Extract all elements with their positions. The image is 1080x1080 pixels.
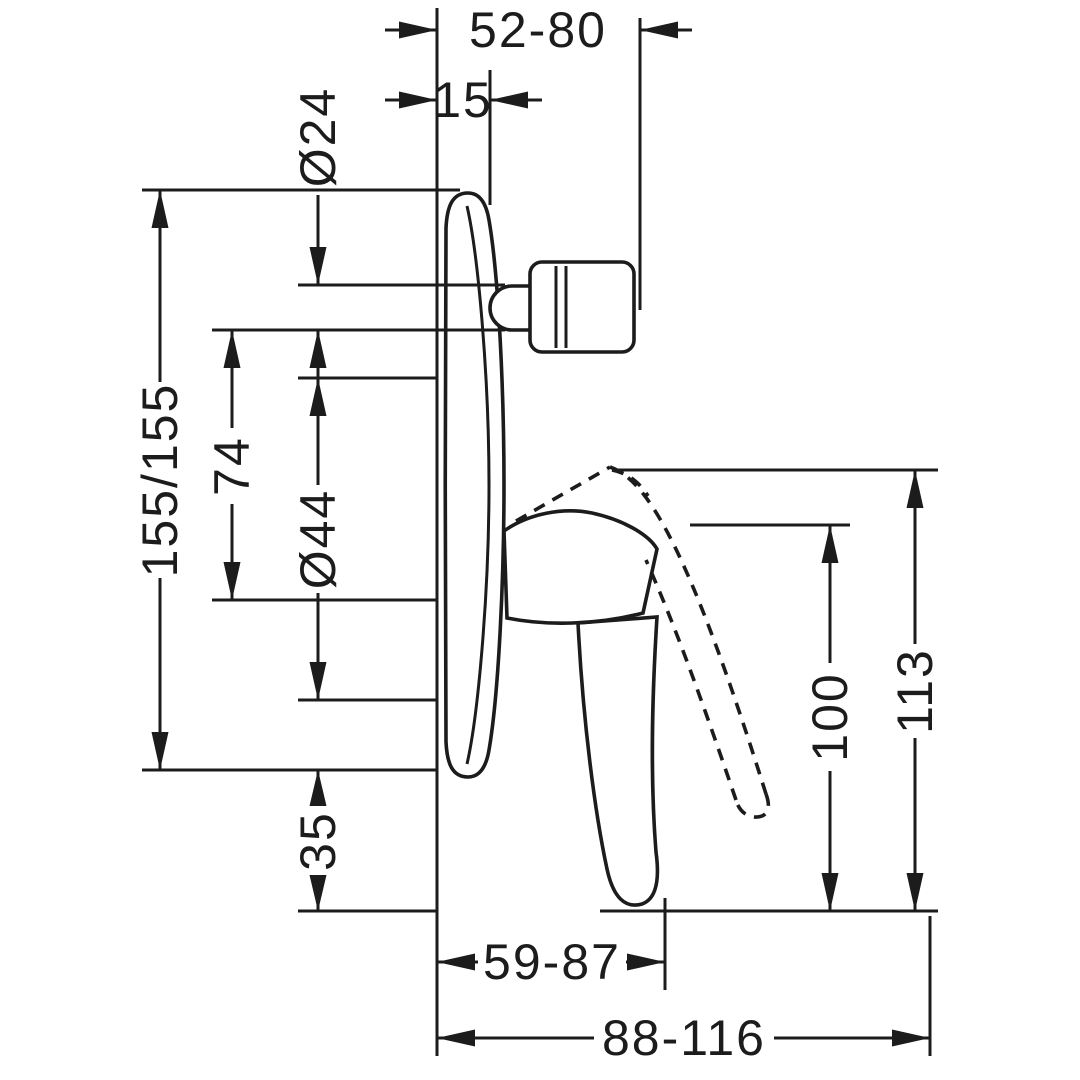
arrowhead xyxy=(309,247,327,285)
connector-assembly xyxy=(488,260,636,354)
arrowhead xyxy=(399,91,437,109)
arrowhead xyxy=(309,662,327,700)
dim-label-lower-offset: 35 xyxy=(290,811,346,871)
dim-59-87: 59-87 xyxy=(437,934,665,990)
dim-label-connector-offset: 74 xyxy=(204,436,260,496)
arrowhead xyxy=(892,1029,930,1047)
lever-handle-mount xyxy=(502,509,659,625)
arrowhead xyxy=(309,378,327,416)
dim-o44: Ø44 xyxy=(290,378,346,700)
arrowhead xyxy=(309,875,327,911)
dim-74: 74 xyxy=(204,330,260,600)
arrowhead xyxy=(223,562,241,600)
arrowhead xyxy=(437,953,475,971)
dim-155-155: 155/155 xyxy=(132,190,188,770)
arrowhead xyxy=(490,91,528,109)
dim-35: 35 xyxy=(290,770,346,911)
lever-open-inner-edge-dashed xyxy=(644,559,738,801)
arrowhead xyxy=(821,873,839,911)
arrowhead xyxy=(821,525,839,563)
arrowhead xyxy=(640,21,678,39)
arrowhead xyxy=(223,330,241,368)
lever-open-tip-dashed xyxy=(734,793,771,819)
mixer-body xyxy=(443,191,506,779)
dim-113: 113 xyxy=(887,470,943,911)
arrowhead xyxy=(906,470,924,508)
arrowhead xyxy=(151,190,169,228)
dim-label-cartridge-diameter: Ø44 xyxy=(290,489,346,590)
arrowhead xyxy=(151,732,169,770)
arrowhead xyxy=(437,1029,475,1047)
dim-15: 15 xyxy=(385,72,542,128)
lever-handle-blade xyxy=(576,615,660,907)
reference-lines xyxy=(142,18,938,1056)
dim-label-connector-diameter: Ø24 xyxy=(290,87,346,188)
arrowhead xyxy=(399,21,437,39)
dim-88-116: 88-116 xyxy=(437,1010,930,1066)
connector-head xyxy=(528,260,636,354)
lever-open-shoulder-dashed xyxy=(611,468,650,497)
dim-label-handle-projection: 59-87 xyxy=(483,934,621,990)
dim-label-plate-depth: 15 xyxy=(433,72,493,128)
dim-label-plate-size: 155/155 xyxy=(132,383,188,578)
dim-label-depth-range: 52-80 xyxy=(469,2,607,58)
arrowhead xyxy=(309,330,327,368)
escutcheon-plate xyxy=(443,191,506,779)
dim-label-total-height: 113 xyxy=(887,648,943,734)
lever-handle xyxy=(502,509,660,907)
dim-o24: Ø24 xyxy=(290,87,346,380)
dim-label-total-projection: 88-116 xyxy=(602,1010,766,1066)
lever-open-top-edge-dashed xyxy=(515,465,611,523)
arrowhead xyxy=(906,873,924,911)
dim-label-handle-height: 100 xyxy=(802,672,858,761)
arrowhead xyxy=(309,770,327,806)
arrowhead xyxy=(627,953,665,971)
escutcheon-face-edge xyxy=(465,205,491,765)
dim-52-80: 52-80 xyxy=(385,2,692,58)
connector-neck xyxy=(488,284,530,332)
lever-handle-open-dashed xyxy=(515,465,771,819)
lever-open-outer-edge-dashed xyxy=(609,465,768,795)
dim-100: 100 xyxy=(802,525,858,911)
